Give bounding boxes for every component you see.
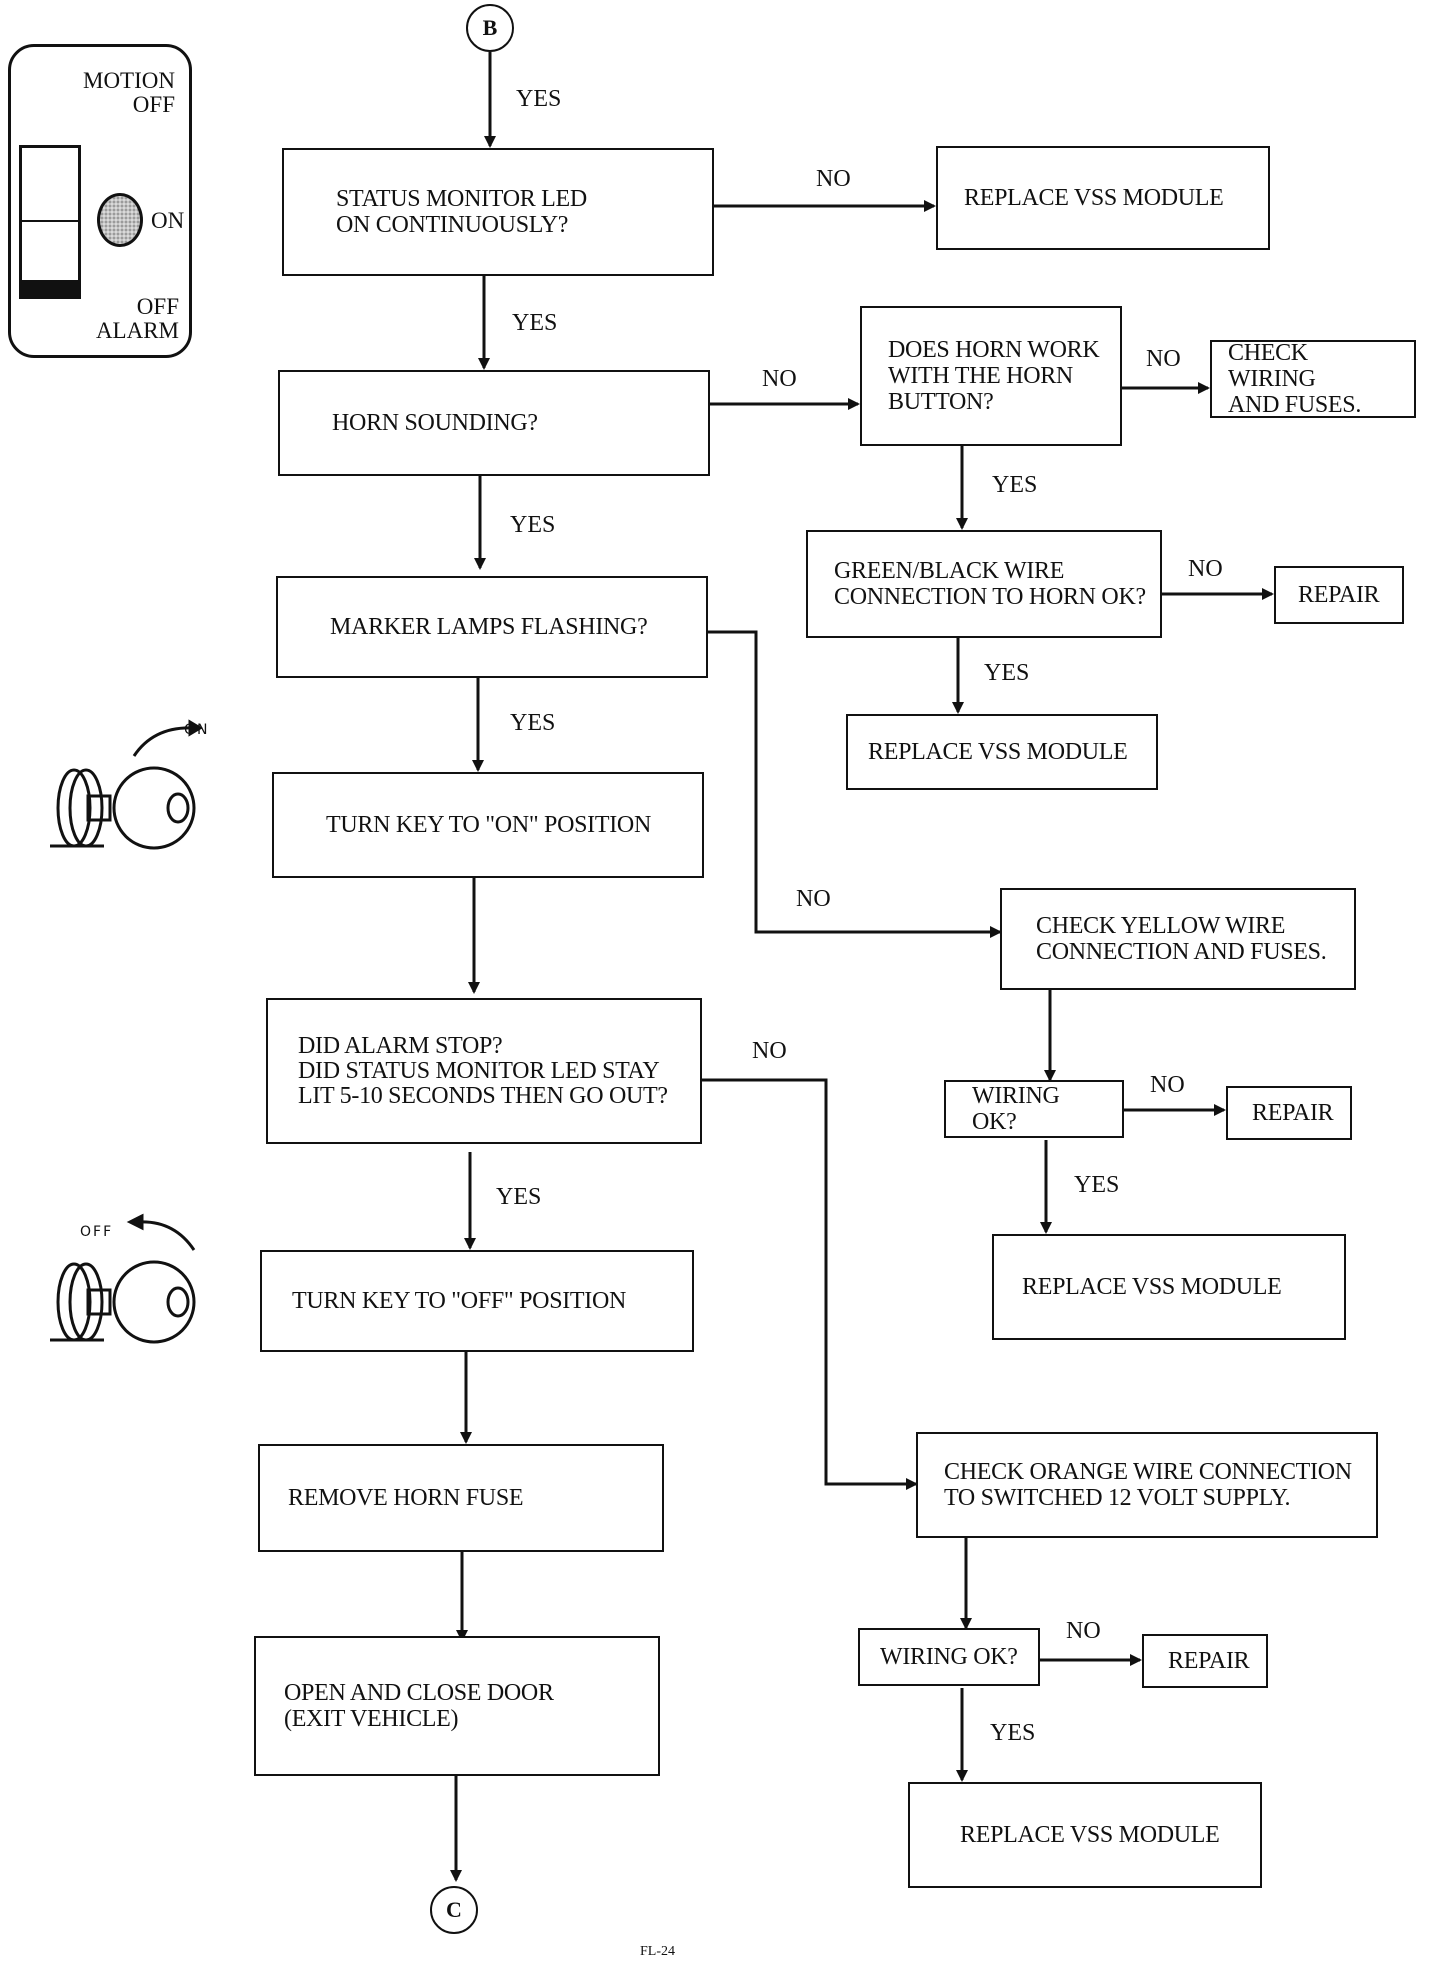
turn-key-off-box: TURN KEY TO "OFF" POSITION: [260, 1250, 694, 1352]
rocker-switch: [19, 145, 81, 299]
off-alarm-label: OFF ALARM: [95, 294, 179, 343]
no-label: NO: [762, 366, 797, 392]
connector-c: C: [430, 1886, 478, 1934]
no-label: NO: [816, 166, 851, 192]
no-label: NO: [1066, 1618, 1101, 1644]
replace-vss-module-box-2: REPLACE VSS MODULE: [846, 714, 1158, 790]
repair-box-3: REPAIR: [1142, 1634, 1268, 1688]
on-label: ON: [151, 208, 185, 233]
yes-label: YES: [512, 310, 558, 336]
horn-sounding-box: HORN SOUNDING?: [278, 370, 710, 476]
check-wiring-fuses-box: CHECK WIRING AND FUSES.: [1210, 340, 1416, 418]
remove-horn-fuse-box: REMOVE HORN FUSE: [258, 1444, 664, 1552]
wiring-ok-box-2: WIRING OK?: [858, 1628, 1040, 1686]
yes-label: YES: [510, 710, 556, 736]
replace-vss-module-box-4: REPLACE VSS MODULE: [908, 1782, 1262, 1888]
key-off-label: OFF: [80, 1224, 114, 1240]
yes-label: YES: [990, 1720, 1036, 1746]
no-label: NO: [1150, 1072, 1185, 1098]
yes-label: YES: [1074, 1172, 1120, 1198]
replace-vss-module-box-3: REPLACE VSS MODULE: [992, 1234, 1346, 1340]
no-label: NO: [1188, 556, 1223, 582]
connector-b: B: [466, 4, 514, 52]
status-led-icon: [97, 193, 143, 247]
replace-vss-module-box-1: REPLACE VSS MODULE: [936, 146, 1270, 250]
marker-lamps-box: MARKER LAMPS FLASHING?: [276, 576, 708, 678]
yes-label: YES: [510, 512, 556, 538]
wiring-ok-box-1: WIRING OK?: [944, 1080, 1124, 1138]
repair-box-2: REPAIR: [1226, 1086, 1352, 1140]
page-footer: FL-24: [640, 1944, 675, 1959]
yes-label: YES: [992, 472, 1038, 498]
yes-label: YES: [516, 86, 562, 112]
no-label: NO: [796, 886, 831, 912]
open-close-door-box: OPEN AND CLOSE DOOR (EXIT VEHICLE): [254, 1636, 660, 1776]
green-black-wire-box: GREEN/BLACK WIRE CONNECTION TO HORN OK?: [806, 530, 1162, 638]
horn-button-box: DOES HORN WORK WITH THE HORN BUTTON?: [860, 306, 1122, 446]
status-monitor-led-box: STATUS MONITOR LED ON CONTINUOUSLY?: [282, 148, 714, 276]
yes-label: YES: [496, 1184, 542, 1210]
ignition-key-off-icon: [50, 1213, 196, 1344]
motion-off-label: MOTION OFF: [83, 68, 175, 117]
alarm-stop-box: DID ALARM STOP? DID STATUS MONITOR LED S…: [266, 998, 702, 1144]
check-orange-wire-box: CHECK ORANGE WIRE CONNECTION TO SWITCHED…: [916, 1432, 1378, 1538]
no-label: NO: [1146, 346, 1181, 372]
repair-box-1: REPAIR: [1274, 566, 1404, 624]
ignition-key-on-icon: [50, 719, 203, 850]
no-label: NO: [752, 1038, 787, 1064]
check-yellow-wire-box: CHECK YELLOW WIRE CONNECTION AND FUSES.: [1000, 888, 1356, 990]
yes-label: YES: [984, 660, 1030, 686]
turn-key-on-box: TURN KEY TO "ON" POSITION: [272, 772, 704, 878]
motion-alarm-switch-panel: MOTION OFF ON OFF ALARM: [8, 44, 192, 358]
